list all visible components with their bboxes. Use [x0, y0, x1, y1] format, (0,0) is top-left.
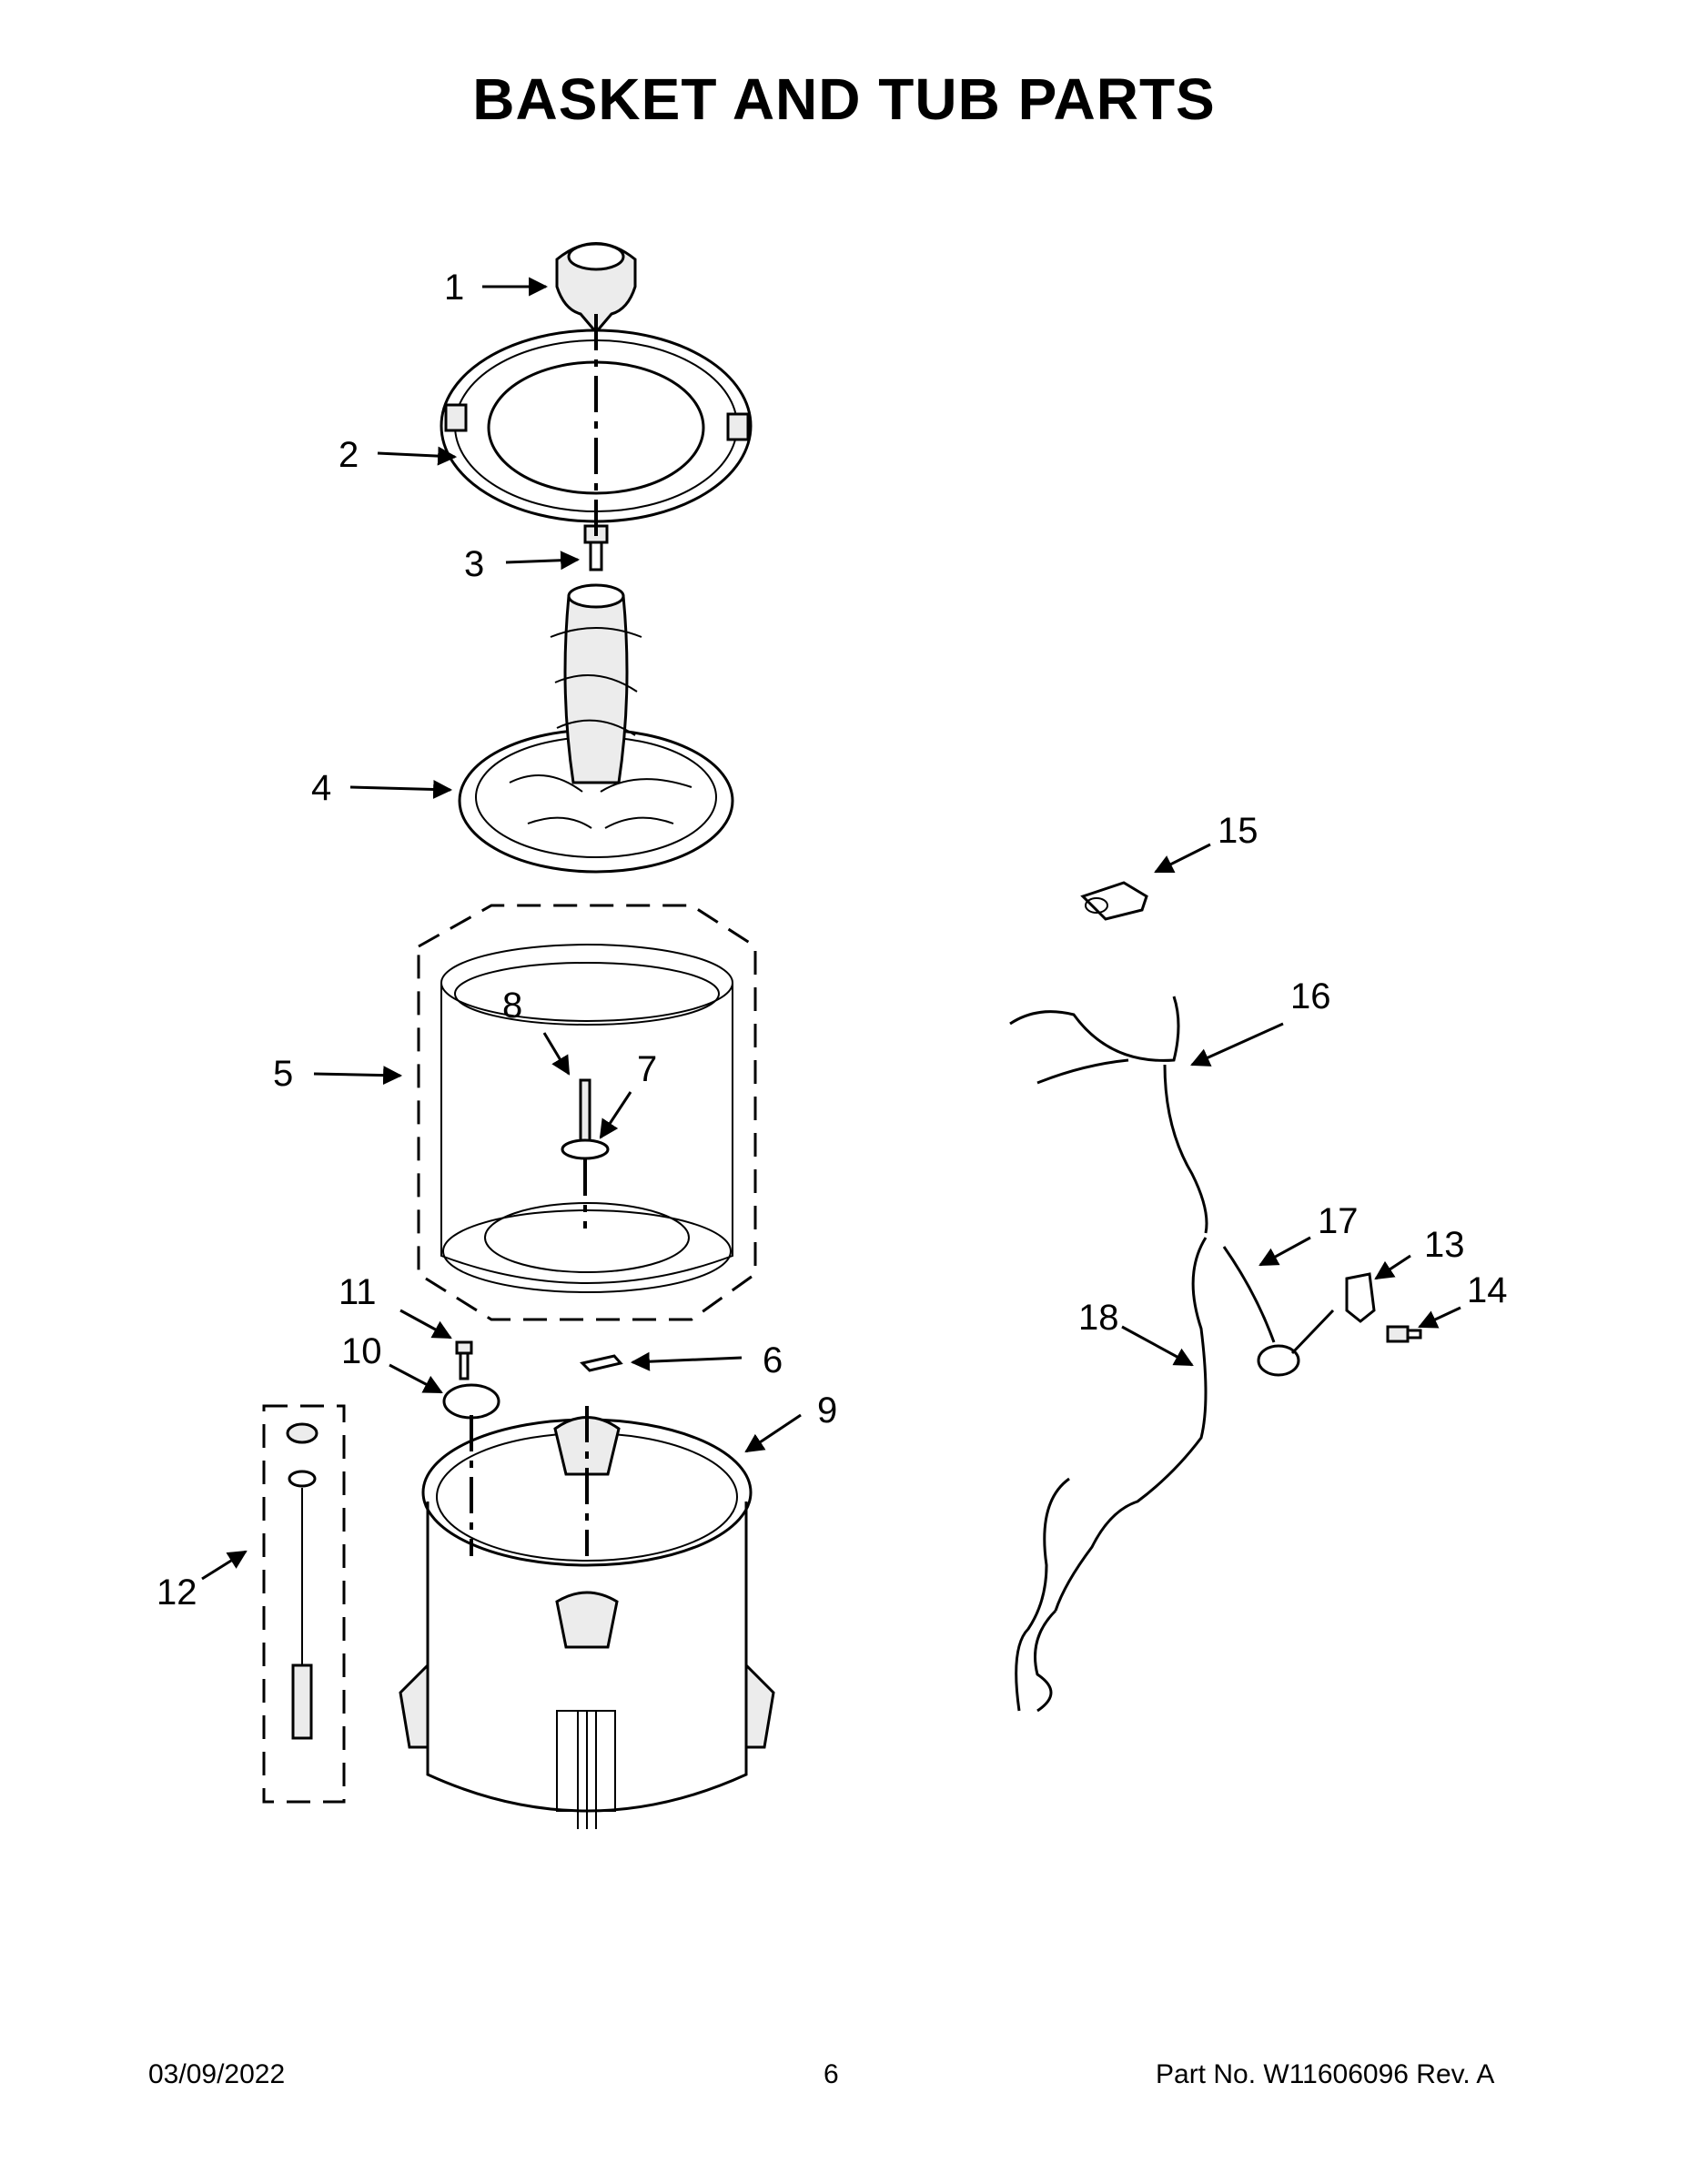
- page-title: BASKET AND TUB PARTS: [472, 66, 1216, 132]
- part-14-screw: [1386, 1325, 1422, 1343]
- part-13-bracket: [1345, 1272, 1376, 1323]
- footer-part-no: Part No. W11606096 Rev. A: [1156, 2059, 1495, 2089]
- part-15-clamp: [1080, 881, 1148, 921]
- footer-page: 6: [824, 2059, 839, 2089]
- part-16-wire-harness: [1009, 996, 1208, 1713]
- callout-3: 3: [464, 544, 485, 584]
- callout-17: 17: [1318, 1201, 1359, 1241]
- callout-11: 11: [339, 1272, 377, 1312]
- callout-10: 10: [341, 1331, 382, 1371]
- part-12-suspension-rod: [262, 1404, 346, 1804]
- callout-2: 2: [339, 435, 359, 475]
- part-5-basket: [417, 904, 757, 1321]
- callout-16: 16: [1290, 976, 1331, 1016]
- callout-13: 13: [1424, 1225, 1465, 1265]
- footer-date: 03/09/2022: [148, 2059, 286, 2089]
- part-8-screw: [579, 1078, 591, 1150]
- callout-6: 6: [763, 1340, 783, 1380]
- callout-9: 9: [817, 1390, 838, 1431]
- callout-12: 12: [157, 1572, 197, 1613]
- part-6-clip: [580, 1354, 623, 1372]
- part-4-impeller: [458, 583, 734, 874]
- leader-lines: [201, 277, 1461, 1581]
- part-7-hub-washer: [561, 1138, 610, 1160]
- callout-15: 15: [1218, 811, 1258, 851]
- callout-8: 8: [502, 986, 523, 1026]
- callout-14: 14: [1467, 1270, 1508, 1310]
- part-10-gasket: [442, 1383, 500, 1420]
- part-17-pressure-hose: [1222, 1246, 1335, 1377]
- callout-4: 4: [311, 768, 332, 808]
- part-1-agitator-cap: [555, 242, 637, 335]
- callout-18: 18: [1078, 1298, 1119, 1338]
- callout-1: 1: [444, 268, 465, 308]
- part-11-screw: [455, 1340, 473, 1380]
- callout-5: 5: [273, 1054, 294, 1094]
- callout-7: 7: [637, 1049, 658, 1089]
